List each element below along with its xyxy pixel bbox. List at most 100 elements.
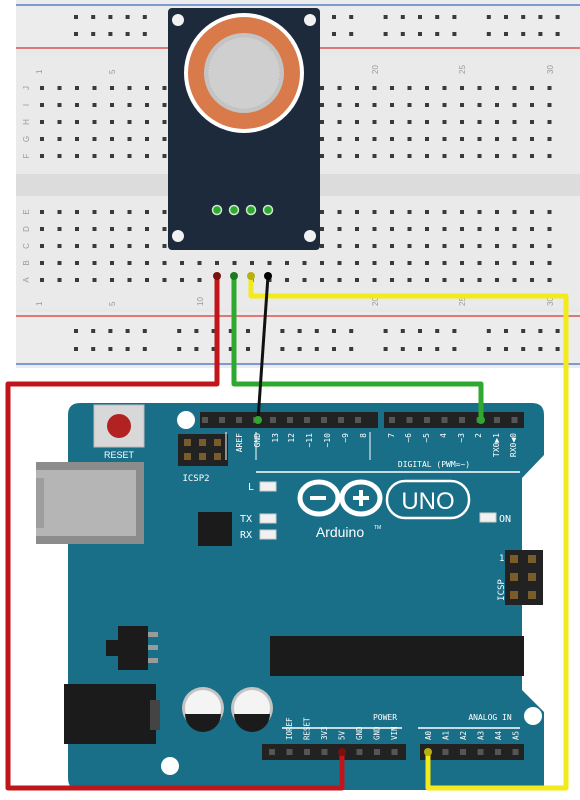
column-labels-bottom: 1 5 10 20 25 30 (35, 297, 555, 306)
icsp2-header (178, 434, 228, 466)
analog-pin-label: A5 (512, 731, 521, 740)
header-pin (442, 749, 449, 755)
reset-button[interactable] (93, 404, 145, 448)
breadboard-hole (145, 154, 149, 158)
icsp-pin1-label: 1 (499, 554, 504, 564)
breadboard-hole (425, 244, 429, 248)
breadboard-hole (512, 120, 517, 124)
row-label: E (22, 209, 31, 214)
breadboard-hole (127, 103, 132, 107)
breadboard-hole (495, 86, 499, 90)
breadboard-hole (495, 244, 499, 248)
breadboard-hole (407, 210, 412, 214)
breadboard-hole (57, 120, 62, 124)
breadboard-hole (495, 227, 499, 231)
gas-sensor-module[interactable] (168, 8, 320, 250)
breadboard-hole (477, 154, 482, 158)
breadboard-hole (530, 244, 534, 248)
breadboard-hole (425, 120, 429, 124)
digital-pin-label: 4 (439, 433, 448, 438)
header-pin (355, 417, 361, 423)
rail-hole (538, 15, 543, 19)
rail-hole (125, 329, 130, 333)
breadboard-hole (372, 227, 377, 231)
breadboard-hole (355, 210, 359, 214)
dc-jack (64, 684, 156, 744)
breadboard-hole (40, 244, 44, 248)
breadboard-hole (530, 210, 534, 214)
breadboard-hole (92, 244, 97, 248)
power-header (262, 744, 406, 760)
breadboard-hole (530, 227, 534, 231)
breadboard-hole (162, 210, 167, 214)
breadboard-hole (407, 261, 412, 265)
breadboard-hole (425, 278, 429, 282)
breadboard-hole (547, 86, 552, 90)
rail-hole (74, 15, 78, 19)
breadboard-hole (547, 103, 552, 107)
row-label: J (22, 86, 31, 90)
breadboard-hole (460, 86, 464, 90)
rail-hole (349, 347, 354, 351)
rail-hole (177, 347, 182, 351)
breadboard-hole (337, 210, 342, 214)
rail-hole (452, 329, 457, 333)
breadboard-hole (460, 227, 464, 231)
rail-hole (486, 15, 491, 19)
breadboard-hole (390, 154, 394, 158)
pin-vcc (211, 204, 223, 216)
digital-pin-label: ~11 (305, 433, 314, 448)
breadboard-hole (337, 261, 342, 265)
analog-wire[interactable] (248, 276, 569, 791)
rail-hole (555, 329, 560, 333)
digital-pin-label: 8 (359, 433, 368, 438)
wire-end (264, 272, 272, 280)
breadboard-hole (92, 210, 97, 214)
breadboard-hole (40, 261, 44, 265)
breadboard-hole (442, 227, 447, 231)
rail-hole (297, 329, 302, 333)
mount-hole (524, 513, 542, 531)
breadboard-hole (92, 261, 97, 265)
row-label: B (22, 260, 31, 265)
ground-wire[interactable] (256, 275, 270, 421)
digital-wire[interactable] (231, 276, 484, 420)
digital-pin-label: 2 (474, 433, 483, 438)
rail-hole (228, 347, 233, 351)
wire-end (424, 748, 432, 756)
breadboard-hole (57, 210, 62, 214)
breadboard-hole (372, 86, 377, 90)
breadboard-hole (92, 278, 97, 282)
rail-hole (349, 329, 354, 333)
breadboard-hole (302, 278, 307, 282)
breadboard-hole (75, 210, 79, 214)
breadboard-hole (127, 137, 132, 141)
analog-pin-label: A1 (442, 731, 451, 740)
vcc-wire[interactable] (5, 276, 345, 791)
pin-gnd (228, 204, 240, 216)
breadboard-hole (75, 86, 79, 90)
breadboard-hole (127, 278, 132, 282)
breadboard-hole (495, 154, 499, 158)
breadboard-hole (530, 261, 534, 265)
power-pin-label: 5V (338, 730, 347, 740)
rail-hole (383, 329, 388, 333)
rail-hole (280, 347, 285, 351)
breadboard-hole (477, 120, 482, 124)
breadboard-hole (530, 103, 534, 107)
rail-hole (246, 347, 250, 351)
rail-hole (108, 329, 113, 333)
rail-hole (486, 32, 491, 36)
mount-hole (524, 707, 542, 725)
breadboard-hole (75, 227, 79, 231)
breadboard-hole (75, 137, 79, 141)
breadboard-hole (337, 103, 342, 107)
breadboard-hole (320, 103, 324, 107)
reset-button-cap[interactable] (107, 414, 131, 438)
rail-hole (349, 32, 354, 36)
header-pin (356, 749, 363, 755)
breadboard-hole (145, 137, 149, 141)
breadboard-hole (162, 137, 167, 141)
